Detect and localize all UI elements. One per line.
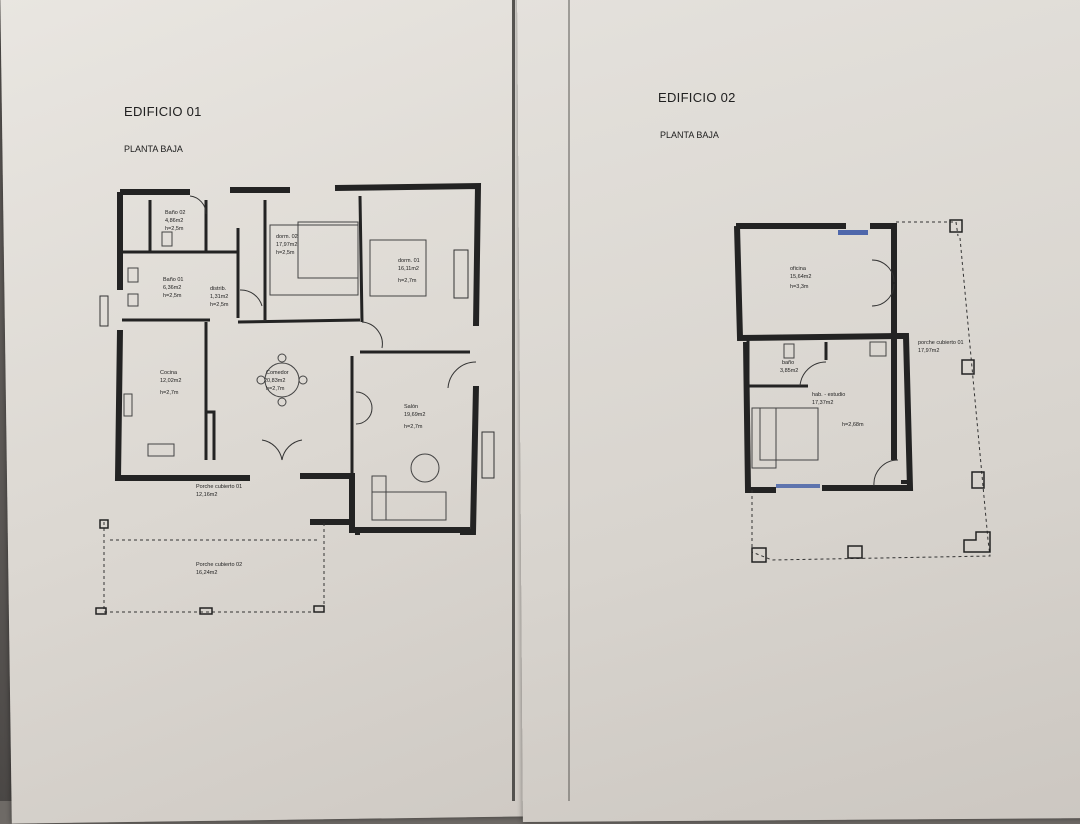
room-label: porche cubierto 01	[918, 340, 964, 346]
room-label: 19,69m2	[404, 412, 425, 418]
room-label: h=3,3m	[790, 284, 809, 290]
room-label: 17,37m2	[812, 400, 833, 406]
room-label: h=2,5m	[276, 250, 295, 256]
building1-title: EDIFICIO 01	[124, 104, 202, 119]
floor-plans: Baño 02 4,86m2 h=2,5m dorm. 02 17,97m2 h…	[95, 182, 991, 615]
building2-plan: oficina 15,64m2 h=3,3m porche cubierto 0…	[734, 219, 991, 563]
room-label: hab. - estudio	[812, 392, 845, 398]
room-label: 12,16m2	[196, 492, 217, 498]
room-label: 12,02m2	[160, 378, 181, 384]
room-label: h=2,5m	[165, 226, 184, 232]
room-label: distrib.	[210, 286, 227, 292]
sheet-edge-shadow	[512, 0, 515, 801]
room-label: 1,31m2	[210, 294, 228, 300]
room-label: 17,97m2	[918, 348, 939, 354]
room-label: baño	[782, 360, 794, 366]
room-label: 4,86m2	[165, 218, 183, 224]
room-label: Porche cubierto 01	[196, 484, 242, 490]
room-label: h=2,68m	[842, 422, 864, 428]
room-label: h=2,7m	[404, 424, 423, 430]
room-label: 3,85m2	[780, 368, 798, 374]
room-label-name: Baño 02	[165, 210, 186, 216]
room-label: h=2,7m	[160, 390, 179, 396]
room-label: h=2,5m	[210, 302, 229, 308]
room-label: 15,64m2	[790, 274, 811, 280]
room-label: 16,24m2	[196, 570, 217, 576]
room-label: Cocina	[160, 370, 178, 376]
room-label: Comedor	[266, 370, 289, 376]
room-label: h=2,7m	[398, 278, 417, 284]
room-label: Baño 01	[163, 277, 184, 283]
room-label: oficina	[790, 266, 807, 272]
room-label: 20,83m2	[264, 378, 285, 384]
sheet-edge-line	[568, 0, 570, 801]
room-label: 16,11m2	[398, 266, 419, 272]
room-label: 17,97m2	[276, 242, 297, 248]
building1-subtitle: PLANTA BAJA	[124, 144, 183, 154]
room-label: h=2,5m	[163, 293, 182, 299]
room-label: 6,36m2	[163, 285, 181, 291]
room-label: dorm. 02	[276, 234, 298, 240]
room-label: Porche cubierto 02	[196, 562, 242, 568]
room-label: Salón	[404, 404, 418, 410]
room-label: dorm. 01	[398, 258, 420, 264]
building2-title: EDIFICIO 02	[658, 90, 736, 105]
room-label: h=2,7m	[266, 386, 285, 392]
building1-plan: Baño 02 4,86m2 h=2,5m dorm. 02 17,97m2 h…	[95, 182, 495, 615]
building2-subtitle: PLANTA BAJA	[660, 130, 719, 140]
